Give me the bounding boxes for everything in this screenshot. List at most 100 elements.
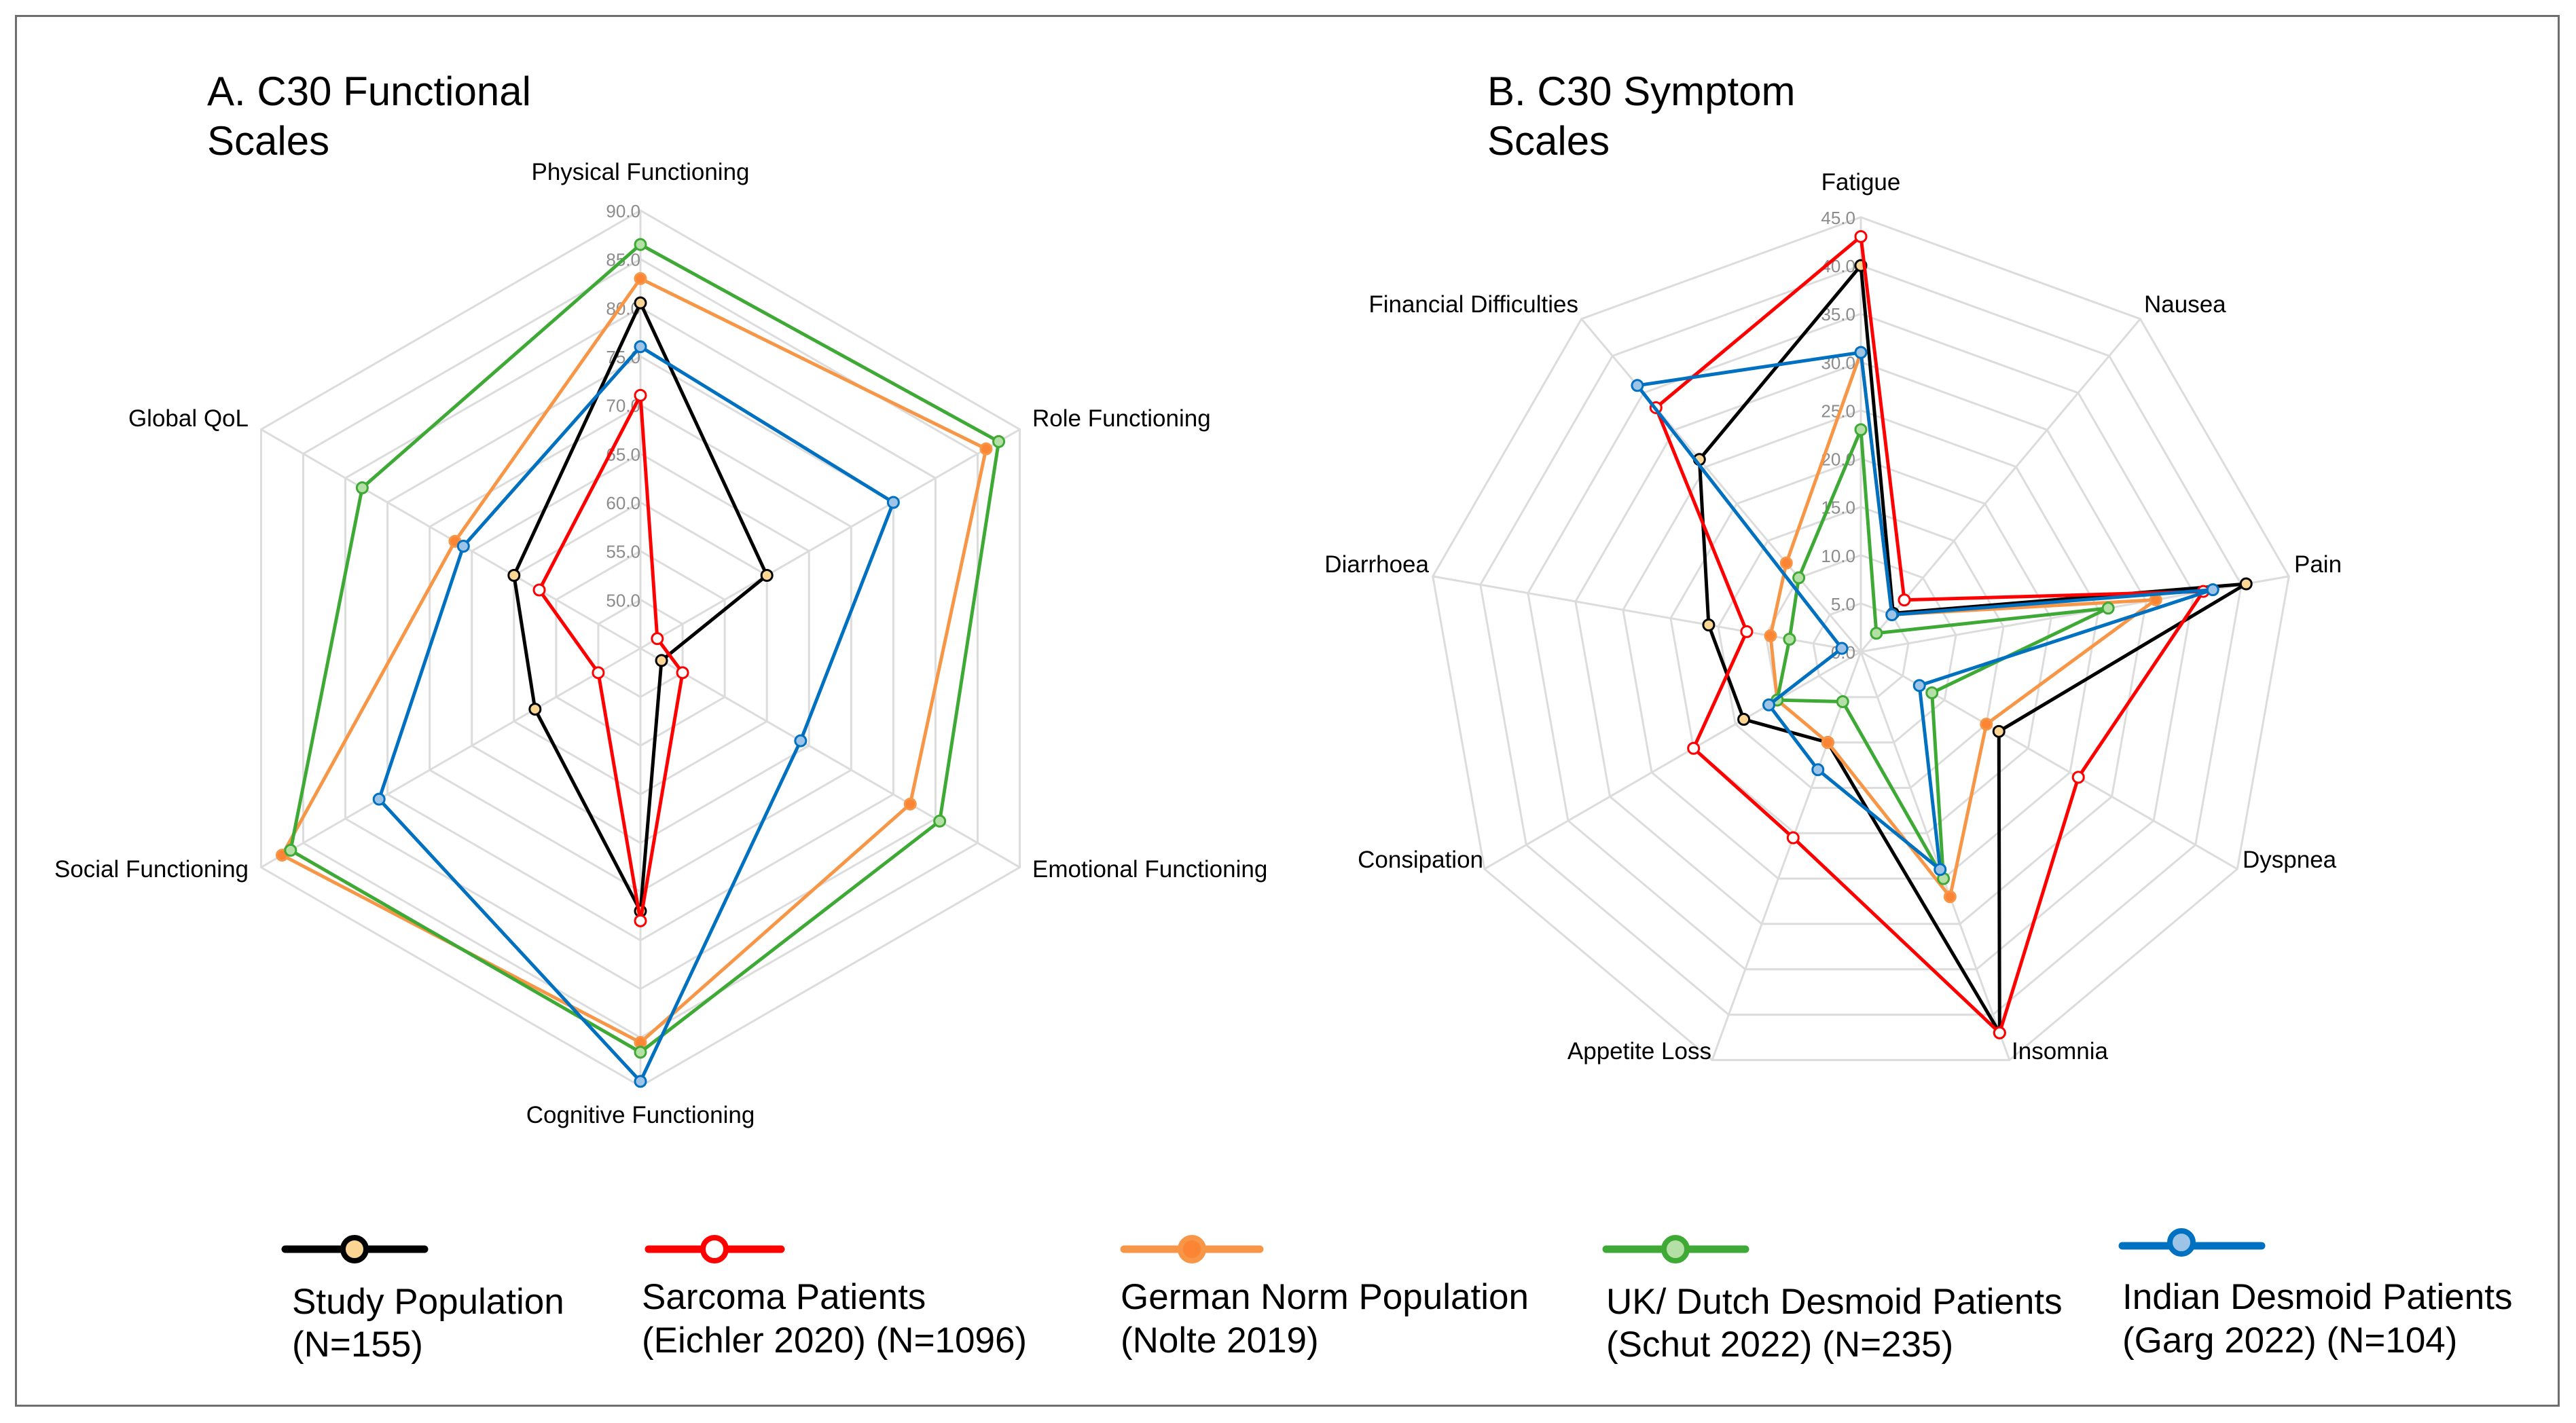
chart-a-tick-label: 60.0: [606, 493, 640, 513]
data-point-financial-difficulties: [1792, 571, 1806, 585]
legend-label-sarcoma-patients-line-1: Sarcoma Patients: [642, 1277, 926, 1317]
chart-b-grid-ring: [1622, 409, 2100, 880]
chart-b-grid-spoke: [1580, 318, 1862, 652]
data-point-nausea: [1870, 627, 1883, 640]
data-point-physical-functioning: [634, 296, 647, 310]
chart-b-grid-ring: [1717, 506, 2005, 789]
chart-a-title-line-1: A. C30 Functional: [207, 69, 531, 114]
data-point-social-functioning: [592, 666, 605, 680]
axis-label-fatigue: Fatigue: [1821, 169, 1901, 196]
legend-marker-sarcoma-patients: [700, 1235, 729, 1263]
axis-label-emotional-functioning: Emotional Functioning: [1032, 856, 1267, 883]
chart-b-tick-label: 45.0: [1821, 208, 1855, 228]
data-point-diarrhoea: [1783, 632, 1796, 646]
data-point-fatigue: [1854, 229, 1868, 243]
data-point-insomnia: [1934, 863, 1947, 876]
chart-b-symptom-scales: B. C30 Symptom Scales 0.05.010.015.020.0…: [1324, 69, 2342, 1065]
data-point-pain: [2206, 583, 2219, 597]
data-point-social-functioning: [284, 843, 297, 857]
chart-a-grid-spoke: [640, 428, 1021, 650]
axis-label-financial-difficulties: Financial Difficulties: [1368, 291, 1578, 318]
chart-b-series: [1631, 229, 2253, 1039]
data-point-dyspnea: [1980, 718, 1993, 731]
legend-label-sarcoma-patients-line-2: (Eichler 2020) (N=1096): [642, 1320, 1027, 1361]
data-point-emotional-functioning: [903, 797, 917, 811]
data-point-physical-functioning: [634, 272, 647, 285]
chart-a-tick-labels: 50.055.060.065.070.075.080.085.090.0: [606, 201, 640, 610]
series-line: [1697, 261, 2247, 1039]
axis-label-appetite-loss: Appetite Loss: [1567, 1038, 1711, 1065]
chart-b-grid-ring: [1432, 216, 2290, 1061]
legend-label-german-norm-population-line-1: German Norm Population: [1121, 1277, 1529, 1317]
series-sarcoma-patients: [532, 388, 689, 927]
chart-a-grid-spoke: [260, 647, 641, 868]
legend-item-german-norm-population: German Norm Population (Nolte 2019): [1120, 1235, 1529, 1361]
series-indian-desmoid-patients: [372, 340, 900, 1088]
series-line: [280, 276, 988, 1045]
legend: Study Population (N=155) Sarcoma Patient…: [281, 1228, 2513, 1365]
chart-b-title-line-1: B. C30 Symptom: [1487, 69, 1796, 114]
data-point-pain: [2101, 602, 2115, 615]
data-point-role-functioning: [760, 569, 774, 582]
axis-label-role-functioning: Role Functioning: [1032, 405, 1211, 432]
legend-item-sarcoma-patients: Sarcoma Patients (Eichler 2020) (N=1096): [642, 1235, 1027, 1361]
data-point-nausea: [1885, 608, 1899, 622]
chart-b-grid-ring: [1527, 312, 2195, 971]
chart-b-grid-ring: [1574, 361, 2147, 925]
chart-b-grid: [1432, 216, 2290, 1061]
data-point-emotional-functioning: [655, 654, 668, 667]
data-point-diarrhoea: [1740, 625, 1754, 638]
data-point-financial-difficulties: [1631, 379, 1644, 392]
data-point-physical-functioning: [634, 238, 647, 251]
data-point-global-qol: [532, 583, 546, 597]
chart-a-grid-spoke: [640, 647, 1021, 868]
axis-label-diarrhoea: Diarrhoea: [1324, 551, 1429, 578]
series-line: [1768, 352, 2162, 901]
data-point-appetite-loss: [1821, 736, 1834, 750]
data-point-consipation: [1687, 741, 1701, 755]
axis-label-global-qol: Global QoL: [128, 405, 249, 432]
data-point-nausea: [1898, 593, 1911, 607]
axis-label-consipation: Consipation: [1358, 847, 1483, 873]
axis-label-physical-functioning: Physical Functioning: [532, 159, 750, 185]
data-point-physical-functioning: [634, 340, 647, 354]
data-point-insomnia: [1993, 1026, 2006, 1039]
data-point-fatigue: [1854, 346, 1868, 359]
chart-a-title-line-2: Scales: [207, 118, 329, 164]
data-point-consipation: [1737, 713, 1751, 726]
legend-marker-indian-desmoid-patients: [2167, 1228, 2196, 1257]
chart-b-title-line-2: Scales: [1487, 118, 1610, 164]
chart-b-grid-ring: [1479, 264, 2243, 1016]
data-point-emotional-functioning: [933, 814, 947, 828]
chart-b-grid-spoke: [1860, 651, 2011, 1060]
series-uk-dutch-desmoid-patients: [1771, 423, 2115, 885]
legend-label-indian-desmoid-patients-line-1: Indian Desmoid Patients: [2122, 1277, 2513, 1317]
data-point-emotional-functioning: [676, 666, 689, 680]
series-line: [1634, 350, 2214, 874]
series-line: [1654, 233, 2207, 1036]
data-point-social-functioning: [372, 792, 386, 806]
data-point-social-functioning: [528, 703, 542, 716]
data-point-cognitive-functioning: [634, 1046, 647, 1059]
data-point-diarrhoea: [1764, 629, 1777, 643]
data-point-appetite-loss: [1836, 695, 1849, 709]
legend-item-uk-dutch-desmoid-patients: UK/ Dutch Desmoid Patients (Schut 2022) …: [1602, 1235, 2063, 1365]
chart-a-series: [275, 238, 1006, 1088]
axis-label-insomnia: Insomnia: [2012, 1038, 2109, 1065]
chart-a-tick-label: 90.0: [606, 201, 640, 221]
series-study-population: [1692, 259, 2253, 1039]
data-point-dyspnea: [1992, 724, 2006, 738]
axis-label-pain: Pain: [2294, 551, 2342, 578]
axis-label-cognitive-functioning: Cognitive Functioning: [526, 1102, 755, 1128]
data-point-emotional-functioning: [794, 734, 808, 747]
chart-b-tick-label: 10.0: [1821, 546, 1855, 566]
figure-frame: [15, 15, 2560, 1407]
legend-label-study-population-line-2: (N=155): [292, 1325, 423, 1365]
legend-label-study-population-line-1: Study Population: [292, 1282, 564, 1322]
data-point-dyspnea: [2071, 771, 2085, 784]
data-point-diarrhoea: [1835, 642, 1849, 655]
axis-label-nausea: Nausea: [2144, 291, 2226, 318]
chart-b-grid-ring: [1764, 554, 1957, 744]
data-point-insomnia: [1943, 890, 1957, 904]
